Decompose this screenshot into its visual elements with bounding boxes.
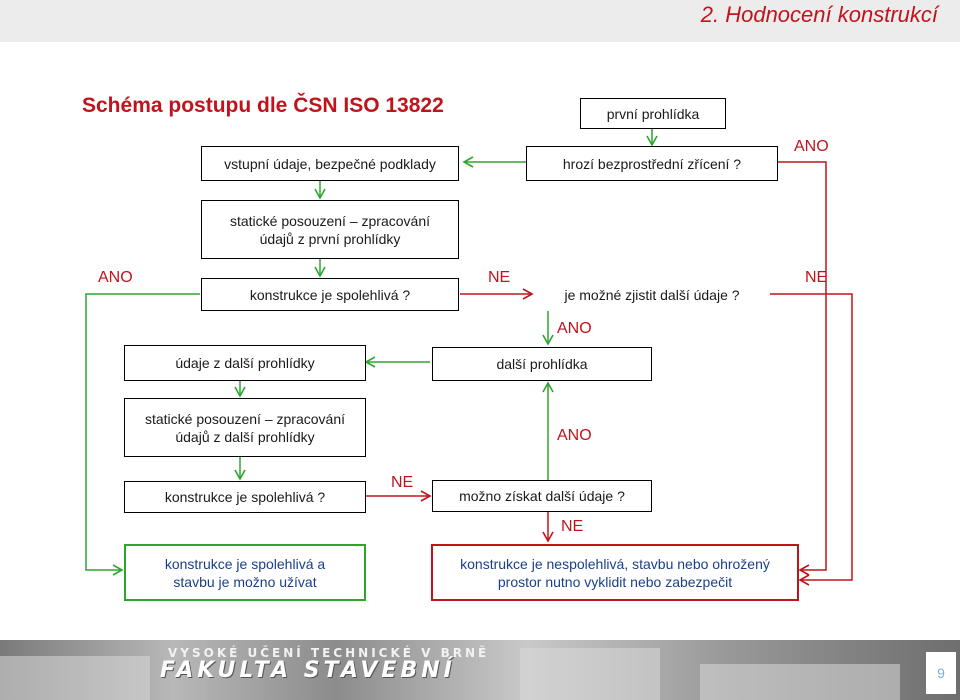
header-bar bbox=[0, 0, 960, 42]
arrow-moredata-no-to-unreliable bbox=[770, 293, 853, 586]
label-ano-more-data: ANO bbox=[557, 320, 592, 337]
label-ne-obtain: NE bbox=[561, 518, 584, 535]
label-ne-reliable-2: NE bbox=[391, 474, 414, 491]
box-first-inspection: první prohlídka bbox=[580, 98, 726, 129]
page-number: 9 bbox=[926, 652, 956, 694]
footer-building-silhouette bbox=[0, 656, 150, 700]
footer-building-silhouette bbox=[520, 648, 660, 700]
footer-university-name: VYSOKÉ UČENÍ TECHNICKÉ V BRNĚ bbox=[168, 646, 490, 660]
footer-building-silhouette bbox=[700, 664, 900, 700]
footer-banner: VYSOKÉ UČENÍ TECHNICKÉ V BRNĚ FAKULTA ST… bbox=[0, 640, 960, 700]
box-static-assessment-2: statické posouzení – zpracování údajů z … bbox=[124, 398, 366, 457]
label-ano-obtain: ANO bbox=[557, 427, 592, 444]
label-ano-collapse: ANO bbox=[794, 138, 829, 155]
label-ne-reliable-1: NE bbox=[488, 269, 511, 286]
box-result-reliable: konstrukce je spolehlivá a stavbu je mož… bbox=[124, 544, 366, 601]
box-input-data: vstupní údaje, bezpečné podklady bbox=[201, 146, 459, 181]
box-data-next-inspection: údaje z další prohlídky bbox=[124, 345, 366, 381]
box-reliable-question-2: konstrukce je spolehlivá ? bbox=[124, 481, 366, 513]
box-more-data-question: je možné zjistit další údaje ? bbox=[534, 278, 770, 311]
box-next-inspection: další prohlídka bbox=[432, 347, 652, 381]
diagram-title: Schéma postupu dle ČSN ISO 13822 bbox=[82, 94, 444, 117]
label-ne-more-data: NE bbox=[805, 269, 828, 286]
label-ano-reliable-1: ANO bbox=[98, 269, 133, 286]
footer-faculty-name: FAKULTA STAVEBNÍ bbox=[160, 658, 456, 683]
box-result-unreliable: konstrukce je nespolehlivá, stavbu nebo … bbox=[431, 544, 799, 601]
arrow-reliable1-yes-to-reliable bbox=[85, 293, 200, 576]
box-obtain-more-data-question: možno získat další údaje ? bbox=[432, 480, 652, 512]
slide-header-title: 2. Hodnocení konstrukcí bbox=[700, 2, 938, 27]
arrow-collapse-yes-to-unreliable bbox=[778, 161, 827, 576]
box-static-assessment-1: statické posouzení – zpracování údajů z … bbox=[201, 200, 459, 259]
box-collapse-question: hrozí bezprostřední zřícení ? bbox=[526, 146, 778, 181]
box-reliable-question-1: konstrukce je spolehlivá ? bbox=[201, 278, 459, 311]
